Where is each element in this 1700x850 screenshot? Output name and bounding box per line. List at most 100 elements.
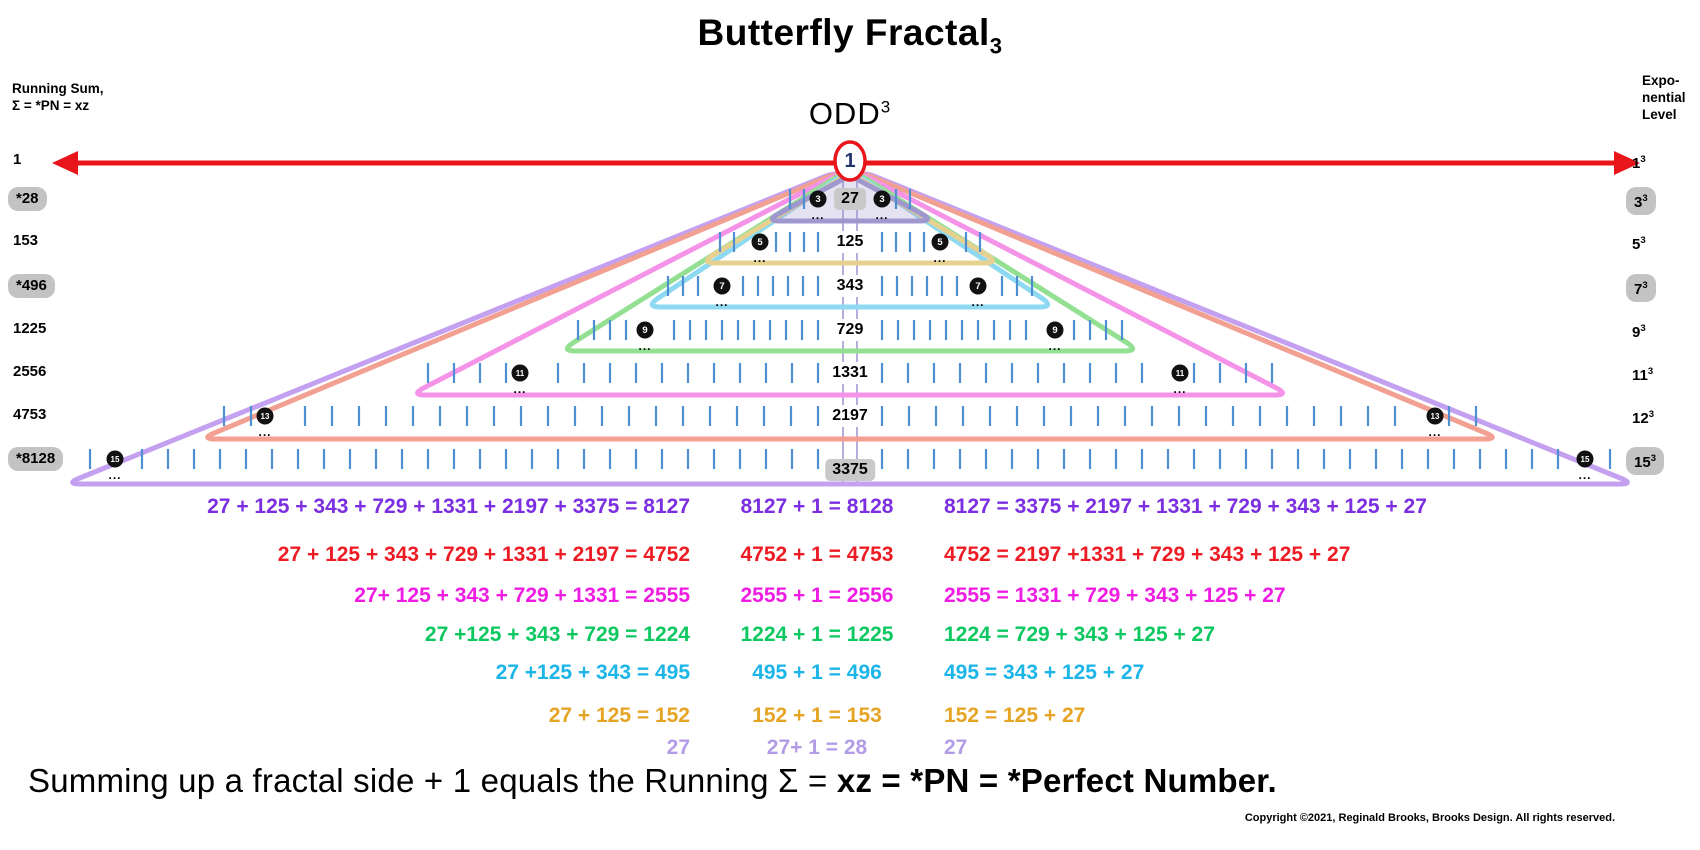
odd-cubed-label: ODD3 [809,96,891,132]
exp-level-base: 1 [1632,155,1641,172]
equation-right: 4752 = 2197 +1331 + 729 + 343 + 125 + 27 [944,543,1351,566]
exp-level-exponent: 3 [1640,235,1646,246]
level-circle-9-left: 9... [636,321,654,353]
svg-text:9: 9 [642,325,647,336]
equation-middle: 27+ 1 = 28 [766,736,868,759]
center-cube-value: 2197 [829,405,871,427]
tick-marks-level-11 [426,363,1274,383]
tick-marks-level-5 [718,232,982,252]
exp-level-exponent: 3 [1642,193,1648,204]
svg-text:...: ... [715,295,728,309]
level-circle-11-right: 11... [1171,364,1189,396]
svg-text:3: 3 [815,194,820,205]
equation-right: 152 = 125 + 27 [944,704,1086,727]
svg-text:13: 13 [261,412,270,421]
exp-level-label: 123 [1632,404,1654,430]
equation-row: 27 + 125 + 343 + 729 + 1331 + 2197 + 337… [115,495,1584,519]
svg-text:5: 5 [757,237,763,248]
odd-base: ODD [808,96,881,131]
exp-level-label: 33 [1626,187,1656,215]
page-title: Butterfly Fractal3 [0,12,1700,59]
equation-left: 27 + 125 + 343 + 729 + 1331 + 2197 + 337… [207,495,690,518]
summary-normal: Summing up a fractal side + 1 equals the… [28,762,837,799]
svg-text:...: ... [971,295,984,309]
exp-level-header: Expo- nential Level [1642,72,1686,123]
svg-text:3: 3 [879,194,884,205]
equation-row: 27 +125 + 343 = 495 495 + 1 = 496 495 = 34… [115,661,1584,685]
svg-text:...: ... [875,208,888,222]
equation-left: 27 +125 + 343 = 495 [495,661,690,684]
equation-middle: 1224 + 1 = 1225 [740,623,894,646]
svg-text:15: 15 [1581,455,1590,464]
level-circle-5-left: 5... [751,233,769,265]
running-sum-label: 153 [13,232,39,249]
equation-left: 27 + 125 + 343 + 729 + 1331 + 2197 = 475… [277,543,690,566]
svg-text:7: 7 [975,281,980,292]
svg-text:...: ... [258,425,271,439]
exp-level-header-line3: Level [1642,107,1677,122]
exp-level-exponent: 3 [1647,366,1654,377]
equation-left: 27 +125 + 343 + 729 = 1224 [424,623,690,646]
svg-text:11: 11 [516,369,525,378]
svg-text:...: ... [933,251,946,265]
equation-right: 495 = 343 + 125 + 27 [944,661,1145,684]
exp-level-label: 153 [1626,447,1664,475]
svg-text:...: ... [1578,468,1591,482]
tick-marks-level-15 [88,449,1612,469]
equation-middle: 8127 + 1 = 8128 [740,495,894,518]
svg-text:7: 7 [719,281,724,292]
svg-text:13: 13 [1431,412,1440,421]
equation-right: 1224 = 729 + 343 + 125 + 27 [944,623,1215,646]
exp-level-base: 5 [1632,236,1641,253]
summary-sentence: Summing up a fractal side + 1 equals the… [28,762,1277,800]
center-cube-value: 125 [833,231,867,253]
exp-level-base: 9 [1632,324,1641,341]
level-circle-3-right: 3... [873,190,891,222]
exp-level-header-line1: Expo- [1642,73,1680,88]
equation-middle: 2555 + 1 = 2556 [740,584,894,607]
svg-text:...: ... [811,208,824,222]
exp-level-exponent: 3 [1640,323,1646,334]
exp-level-label: 73 [1626,274,1656,302]
odd-exp: 3 [880,97,892,117]
exp-level-label: 113 [1632,361,1653,387]
center-cube-value: 343 [833,275,867,297]
running-sum-label: *496 [8,274,55,298]
highlight-ellipse [833,140,867,182]
level-circle-13-left: 13... [256,407,274,439]
svg-text:...: ... [108,468,121,482]
equation-row: 27 +125 + 343 + 729 = 1224 1224 + 1 = 122… [115,623,1584,647]
title-subscript: 3 [989,33,1003,59]
title-text: Butterfly Fractal [697,12,990,53]
equation-left: 27 + 125 = 152 [548,704,690,727]
level-circle-15-right: 15... [1576,450,1594,482]
running-sum-label: 4753 [13,406,47,423]
svg-text:...: ... [1048,339,1061,353]
center-cube-value: 1331 [829,362,871,384]
equation-row: 27 + 125 + 343 + 729 + 1331 + 2197 = 475… [115,543,1584,567]
exp-level-exponent: 3 [1648,409,1654,420]
svg-text:9: 9 [1052,325,1057,336]
exp-level-base: 12 [1632,410,1649,427]
exp-level-exponent: 3 [1640,154,1646,165]
exp-level-base: 3 [1634,194,1643,211]
equation-middle: 4752 + 1 = 4753 [740,543,894,566]
level-circle-13-right: 13... [1426,407,1444,439]
exp-level-header-line2: nential [1642,90,1686,105]
running-sum-label: 1225 [13,320,47,337]
exp-level-label: 13 [1632,149,1646,175]
tick-marks-level-7 [666,276,1034,296]
running-sum-header-line2: Σ = *PN = xz [12,98,90,113]
level-circle-7-right: 7... [969,277,987,309]
level-circle-5-right: 5... [931,233,949,265]
copyright: Copyright ©2021, Reginald Brooks, Brooks… [1244,812,1615,824]
exp-level-base: 15 [1634,454,1651,471]
running-sum-label: *8128 [8,447,64,471]
running-sum-label: 1 [13,151,22,168]
tick-marks-level-3 [788,189,912,209]
equation-middle: 495 + 1 = 496 [752,661,882,684]
